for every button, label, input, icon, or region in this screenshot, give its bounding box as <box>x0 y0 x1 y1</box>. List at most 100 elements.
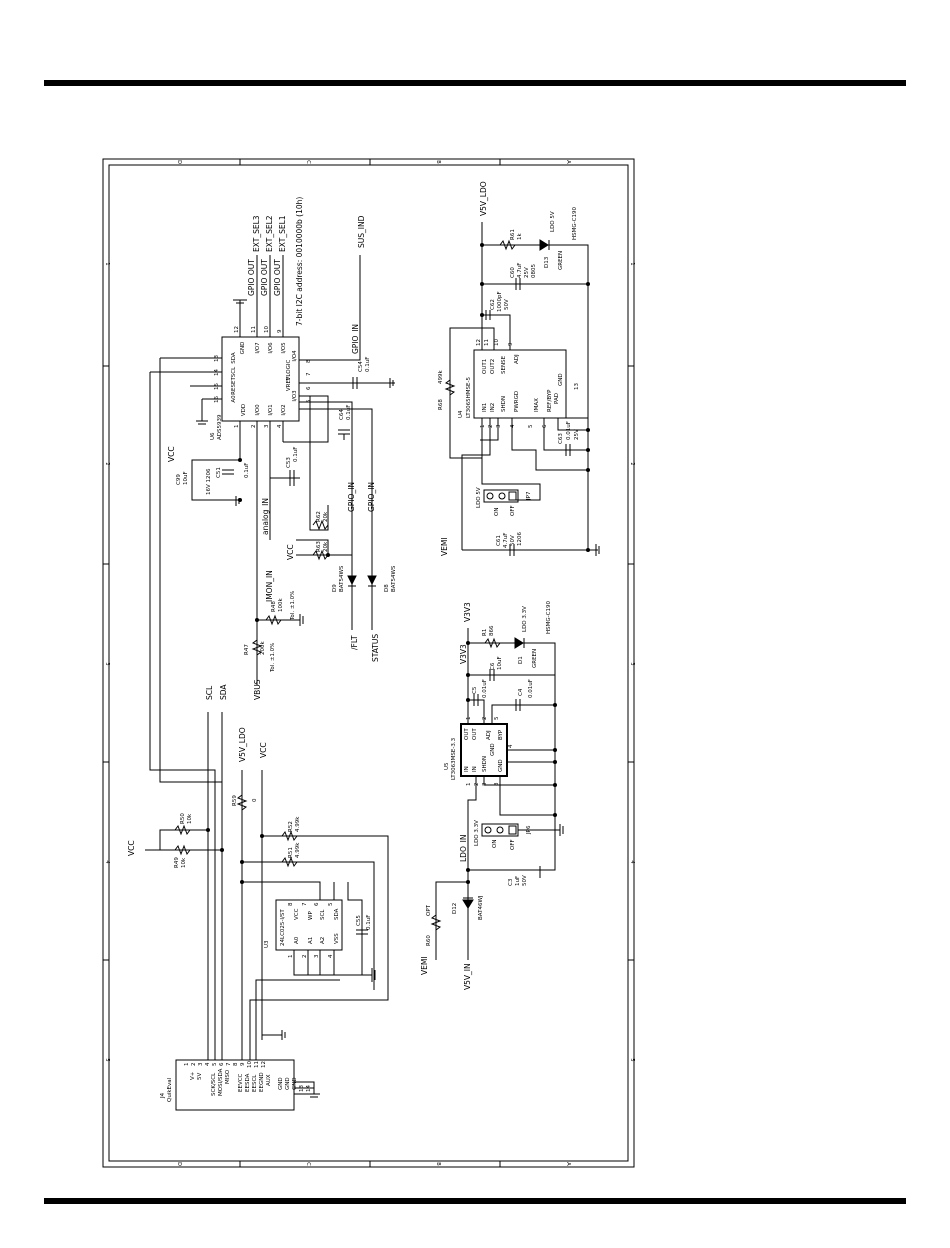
d13-part: HSMG-C190 <box>572 207 578 240</box>
u5-pin-label: OUT <box>464 728 470 740</box>
u6-ref: U6 <box>210 432 216 440</box>
u3-pin-num: 1 <box>288 955 294 959</box>
j4-pin-num: 7 <box>226 1062 232 1066</box>
jp6-on: ON <box>492 840 498 848</box>
r47-ref: R47 <box>244 644 250 655</box>
j4-pin-label: GND <box>292 1077 298 1090</box>
net-v3v3: V3V3 <box>459 644 468 664</box>
r48-ref: R48 <box>271 601 277 612</box>
j4-part: QuikEval <box>167 1077 173 1102</box>
net-sda: SDA <box>219 684 228 700</box>
d13-color: GREEN <box>558 251 564 270</box>
net-gpio-out-1: GPIO OUT <box>247 259 256 296</box>
c60-ref: C60 <box>510 267 516 278</box>
u4-part: LT3065HMSE-5 <box>466 377 472 418</box>
j4-pin-num: 13 <box>299 1085 305 1092</box>
frame-row-label: 4 <box>629 860 635 863</box>
net-gpio-in: GPIO_IN <box>347 482 356 512</box>
net-vemi: VEMI <box>420 956 429 975</box>
c4-value: 0.01uF <box>528 679 534 698</box>
u4-pin-num: 12 <box>476 339 482 346</box>
r52-ref: R52 <box>288 821 294 832</box>
u6-pin-label: VREF <box>286 377 292 391</box>
c63-ref: C63 <box>558 433 564 444</box>
u6-pin-label: SDA <box>231 352 237 364</box>
c60-value: 4.7uF <box>517 263 523 278</box>
j4-body <box>175 1059 295 1111</box>
net-status: STATUS <box>371 634 380 662</box>
u6-pin-num: 8 <box>306 359 312 363</box>
u6-pin-num: 11 <box>251 326 257 333</box>
r47-tolerance: Tol. ±1.0% <box>270 643 276 673</box>
j4-pin-label: EESCL <box>252 1074 258 1092</box>
u3-body <box>275 899 343 951</box>
u6-pin-label: I/O2 <box>281 404 287 415</box>
net-imon-in: IMON_IN <box>265 570 274 602</box>
u4-pin-label: GND <box>558 373 564 386</box>
u4-pin-label: IN1 <box>482 403 488 412</box>
r50-value: 10k <box>187 813 193 824</box>
c5-ref: C5 <box>472 686 478 694</box>
j4-pin-label: EEVCC <box>238 1073 244 1092</box>
j4-pin-num: 10 <box>247 1061 253 1068</box>
j4-pin-num: 6 <box>219 1062 225 1066</box>
r68-ref: R68 <box>438 399 444 410</box>
c55-ref: C55 <box>356 915 362 926</box>
opt-label: OPT <box>426 904 432 916</box>
u6-pin-label: A0 <box>231 395 237 403</box>
net-scl: SCL <box>205 685 214 700</box>
frame-row-label: 3 <box>629 662 635 665</box>
d8-ref: D8 <box>384 584 390 592</box>
jp7-ref: JP7 <box>526 491 532 501</box>
u4-pin-num: 13 <box>574 383 580 390</box>
u3-pin-label: WP <box>308 911 314 920</box>
u6-pin-num: 9 <box>277 329 283 333</box>
r62-ref: R62 <box>316 511 322 522</box>
c55-value: 0.1uF <box>366 915 372 930</box>
d1-color: GREEN <box>532 649 538 668</box>
u6-part: ADS5939 <box>217 414 223 440</box>
net-sus-ind: SUS_IND <box>357 215 366 248</box>
u3-ref: U3 <box>264 940 270 948</box>
u6-pin-num: 13 <box>214 355 220 362</box>
c51-value: 0.1uF <box>244 463 250 478</box>
i2c-address-note: 7-bit I2C address: 0010000b (10h) <box>295 197 304 326</box>
u4-pin-label: OUT2 <box>490 359 496 374</box>
u3-pin-label: VCC <box>294 908 300 920</box>
jp6-title: LDO 3.3V <box>474 820 480 846</box>
net-vemi: VEMI <box>440 537 449 556</box>
r48-value: 100k <box>278 598 284 612</box>
u3-pin-label: A2 <box>320 937 326 944</box>
net-ext-sel2: EXT_SEL2 <box>265 215 274 252</box>
u5-pin-label: IN <box>464 766 470 772</box>
u5-pin-num: 8 <box>494 782 500 786</box>
j4-pin-label: MISO <box>225 1069 231 1084</box>
r61-value: 1k <box>517 233 523 240</box>
j4-pin-num: 3 <box>198 1062 204 1066</box>
u4-pin-num: 2 <box>488 425 494 429</box>
u4-pin-num: 6 <box>542 424 548 428</box>
u3-pin-num: 2 <box>302 955 308 959</box>
u3-pin-label: A0 <box>294 936 300 944</box>
u6-pin-label: I/O5 <box>281 342 287 354</box>
j4-pin-num: 8 <box>233 1062 239 1066</box>
net-ext-sel3: EXT_SEL3 <box>252 215 261 252</box>
u3-pin-num: 6 <box>314 902 320 906</box>
u6-pin-label: GND <box>240 342 246 355</box>
u6-pin-num: 5 <box>306 399 312 403</box>
c60-voltage: 25V <box>524 267 530 278</box>
d1-part: HSMG-C190 <box>546 601 552 634</box>
u3-pin-label: VSS <box>334 933 340 944</box>
u4-pin-num: 11 <box>484 339 490 346</box>
net-v3v3: V3V3 <box>463 602 472 622</box>
c62-voltage: 50V <box>504 299 510 310</box>
u6-pin-label: I/O0 <box>255 404 261 416</box>
net-vcc: VCC <box>286 544 295 560</box>
frame-row-label: 1 <box>104 262 110 265</box>
frame-col-label: D <box>176 1162 182 1166</box>
net-flt: /FLT <box>350 635 359 650</box>
net-vcc: VCC <box>259 742 268 758</box>
u5-pin-num: 1 <box>466 717 472 721</box>
u3-pin-num: 4 <box>328 954 334 958</box>
u6-pin-num: 6 <box>306 386 312 390</box>
